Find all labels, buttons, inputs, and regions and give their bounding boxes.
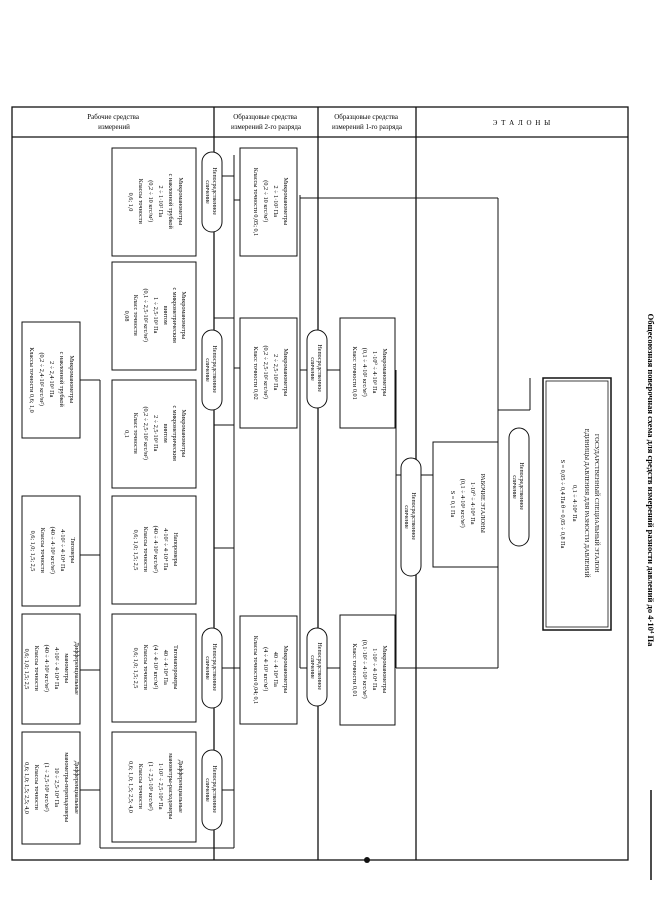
- working-box-c: [111, 379, 197, 489]
- header-etalons: Э Т А Л О Н Ы: [493, 119, 551, 127]
- state-standard-box-outer: [542, 377, 612, 631]
- svg-text:Непосредственное сличение: Непосредственное сличение: [309, 344, 322, 393]
- svg-text:Дифференциальные манометры: Дифференциальные манометры-перепадомеры …: [23, 752, 80, 823]
- svg-text:Тягомеры 4·10² ÷ 4·10⁴ Па: Тягомеры 4·10² ÷ 4·10⁴ Па (40 ÷ 4·10³ кг…: [29, 527, 76, 576]
- direct-comparison-oval-top: [508, 427, 530, 547]
- header-working: Рабочие средства измерений: [87, 113, 140, 131]
- svg-text:Микроманометры 1·10⁰ ÷ 4·1: Микроманометры 1·10⁰ ÷ 4·10³ Па (0,1 ÷ 4…: [351, 346, 388, 399]
- svg-text:Микроманометры с микрометр: Микроманометры с микрометрическим винтом…: [123, 288, 187, 345]
- junction-dot: [364, 857, 370, 863]
- outer-frame: [11, 106, 629, 861]
- svg-text:Микроманометры 40 ÷ 4·10⁴: Микроманометры 40 ÷ 4·10⁴ Па (4 ÷ 4·10³ …: [252, 636, 289, 705]
- svg-text:Микроманометры с наклонной: Микроманометры с наклонной трубкой 2 ÷ 1…: [127, 174, 184, 231]
- header-first-rank: Образцовые средства измерений 1-го разря…: [332, 113, 403, 131]
- second-rank-box-c: [239, 615, 298, 725]
- svg-text:Непосредственное сличение: Непосредственное сличение: [403, 492, 416, 541]
- svg-text:Непосредственное сличение: Непосредственное сличение: [204, 345, 217, 394]
- direct-comparison-oval-first-upper: [306, 329, 328, 409]
- direct-comparison-oval-second-b: [201, 329, 223, 411]
- working-box-d: [111, 495, 197, 605]
- working-box-f: [111, 731, 197, 843]
- working-standards-text: РАБОЧИЕ ЭТАЛОНЫ 1·10⁰ ÷ 4·10⁴ Па (0,1 ÷ …: [449, 474, 486, 535]
- svg-text:Непосредственное сличение: Непосредственное сличение: [204, 765, 217, 814]
- working-col1-box-b: [21, 495, 81, 607]
- svg-text:Тягонапоромеры 40 ÷ 4·10⁴: Тягонапоромеры 40 ÷ 4·10⁴ Па (4 ÷ 4·10³ …: [132, 645, 179, 692]
- svg-text:Непосредственное сличение: Непосредственное сличение: [511, 462, 524, 511]
- state-standard-box-inner: [545, 380, 609, 628]
- svg-text:Непосредственное сличение: Непосредственное сличение: [204, 643, 217, 692]
- svg-text:Непосредственное сличение: Непосредственное сличение: [309, 642, 322, 691]
- direct-comparison-oval-mid: [400, 457, 422, 577]
- working-col1-box-c: [21, 613, 81, 725]
- working-col1-box-a: [21, 321, 81, 439]
- svg-text:Дифференциальные манометры: Дифференциальные манометры-расходомеры 1…: [127, 753, 184, 821]
- direct-comparison-oval-second-d: [201, 749, 223, 831]
- svg-text:Микроманометры 2 ÷ 2,5·10³: Микроманометры 2 ÷ 2,5·10³ Па (0,2 ÷ 2,5…: [252, 345, 289, 400]
- first-rank-micromanometer-lower: [339, 614, 396, 726]
- svg-text:Дифференциальные манометры: Дифференциальные манометры 4·10² ÷ 4·10⁴…: [23, 642, 80, 697]
- second-rank-box-a: [239, 147, 298, 257]
- working-standards-box: [432, 441, 499, 568]
- working-box-b: [111, 261, 197, 371]
- svg-text:Непосредственное сличение: Непосредственное сличение: [204, 167, 217, 216]
- svg-text:Микроманометры 1·10³ ÷ 4·1: Микроманометры 1·10³ ÷ 4·10⁴ Па (0,1·10²…: [351, 640, 388, 701]
- state-standard-text: ГОСУДАРСТВЕННЫЙ СПЕЦИАЛЬНЫЙ ЭТАЛОН ЕДИНИ…: [559, 429, 601, 580]
- working-box-e: [111, 613, 197, 723]
- working-col1-box-d: [21, 731, 81, 845]
- header-second-rank: Образцовые средства измерений 2-го разря…: [231, 113, 302, 131]
- first-rank-micromanometer-upper: [339, 317, 396, 429]
- direct-comparison-oval-first-lower: [306, 627, 328, 707]
- second-rank-box-b: [239, 317, 298, 429]
- svg-text:Микроманометры с наклонной: Микроманометры с наклонной трубкой 2 ÷ 2…: [28, 347, 75, 412]
- page-title: Общесоюзная поверочная схема для средств…: [646, 314, 656, 647]
- svg-text:Микроманометры 2 ÷ 1·10² П: Микроманометры 2 ÷ 1·10² Па (0,2 ÷ 10 кг…: [252, 168, 289, 237]
- direct-comparison-oval-second-c: [201, 627, 223, 709]
- svg-text:Микроманометры с микрометр: Микроманометры с микрометрическим винтом…: [123, 406, 187, 463]
- svg-text:Напоромеры 4·10² ÷ 4·10⁴ П: Напоромеры 4·10² ÷ 4·10⁴ Па (40 ÷ 4·10³ …: [132, 526, 179, 575]
- direct-comparison-oval-second-a: [201, 151, 223, 233]
- working-box-a: [111, 147, 197, 257]
